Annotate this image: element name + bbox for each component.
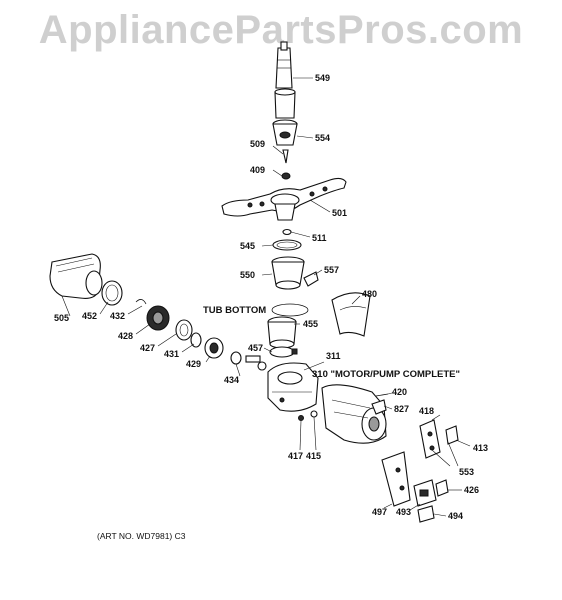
callout-545: 545 xyxy=(240,241,256,251)
seal-429 xyxy=(204,337,224,359)
part-426 xyxy=(435,479,449,497)
callout-509: 509 xyxy=(250,139,266,149)
screw-417 xyxy=(298,415,304,421)
callout-497: 497 xyxy=(372,507,388,517)
seal-431 xyxy=(190,332,202,348)
leader-lines xyxy=(61,77,471,517)
sleeve-455 xyxy=(267,316,297,349)
callout-tub-bottom: TUB BOTTOM xyxy=(203,305,267,316)
callout-409: 409 xyxy=(250,165,266,175)
callout-428: 428 xyxy=(118,331,134,341)
impeller-428 xyxy=(146,305,170,331)
callout-417: 417 xyxy=(288,451,304,461)
callout-549: 549 xyxy=(315,73,331,83)
callout-554: 554 xyxy=(315,133,331,143)
callout-501: 501 xyxy=(332,208,348,218)
callout-455: 455 xyxy=(303,319,319,329)
callout-420: 420 xyxy=(392,387,408,397)
callout-429: 429 xyxy=(186,359,202,369)
clamp-452 xyxy=(101,280,123,306)
clamp-457 xyxy=(269,346,298,358)
part-420 xyxy=(375,393,389,397)
callout-432: 432 xyxy=(110,311,126,321)
callout-457: 457 xyxy=(248,343,264,353)
screw-509 xyxy=(282,149,289,164)
callout-557: 557 xyxy=(324,265,340,275)
callout-418: 418 xyxy=(419,406,435,416)
motor-310 xyxy=(321,384,387,444)
bracket-497 xyxy=(381,451,411,507)
drain-housing-505 xyxy=(49,253,103,299)
tub-bottom-ring xyxy=(271,303,309,317)
callout-452: 452 xyxy=(82,311,98,321)
callout-311: 311 xyxy=(326,351,341,361)
clip-557 xyxy=(303,271,319,287)
fitting-434 xyxy=(230,351,267,371)
ring-511 xyxy=(282,228,292,236)
callout-827: 827 xyxy=(394,404,410,414)
callout-505: 505 xyxy=(54,313,70,323)
callout-511: 511 xyxy=(312,233,327,243)
part-494 xyxy=(417,505,435,523)
callout-493: 493 xyxy=(396,507,412,517)
callout-494: 494 xyxy=(448,511,464,521)
ring-545 xyxy=(272,239,302,251)
callout-413: 413 xyxy=(473,443,489,453)
callout-550: 550 xyxy=(240,270,256,280)
pump-body-311 xyxy=(267,362,319,412)
callout-553: 553 xyxy=(459,467,475,477)
callout-427: 427 xyxy=(140,343,156,353)
tower-housing-554 xyxy=(272,119,298,146)
part-432 xyxy=(135,299,147,305)
washer-415 xyxy=(310,410,318,418)
seal-427 xyxy=(175,319,193,341)
callout-434: 434 xyxy=(224,375,240,385)
callout-480: 480 xyxy=(362,289,378,299)
art-number-note: (ART NO. WD7981) C3 xyxy=(97,531,186,541)
callout-426: 426 xyxy=(464,485,480,495)
spray-tower-549 xyxy=(274,41,296,119)
filter-cup-550 xyxy=(271,256,305,290)
callout-431: 431 xyxy=(164,349,180,359)
guard-480 xyxy=(331,292,371,337)
callout-415: 415 xyxy=(306,451,322,461)
nut-409 xyxy=(281,172,291,180)
bracket-418 xyxy=(419,419,459,459)
spray-arm-501 xyxy=(221,177,347,221)
part-827 xyxy=(371,399,387,415)
part-493 xyxy=(413,479,437,507)
callout-310-motor-pump: 310 "MOTOR/PUMP COMPLETE" xyxy=(312,369,461,380)
